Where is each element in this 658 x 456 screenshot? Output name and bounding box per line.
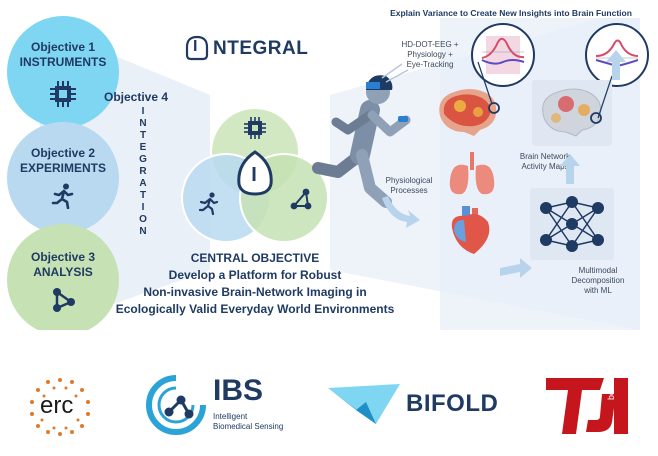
erc-burst-icon [30,378,90,436]
erc-text: erc [40,392,74,419]
central-objective-line: Non-invasive Brain-Network Imaging in [143,285,367,299]
ibs-subtitle-2: Biomedical Sensing [213,422,284,431]
central-emblem-icon [237,150,273,196]
arrow-up-to-maps [560,154,580,184]
central-emblem-letter: I [251,164,257,186]
integral-emblem-letter: I [193,38,198,55]
tu-berlin-logo: TU berlin [542,374,632,438]
decomp-label: Multimodal Decomposition with ML [556,266,640,296]
physio-line: Processes [390,186,428,195]
ibs-text: IBS [213,374,264,407]
venn-runner-icon [198,192,219,216]
brainmaps-line: Activity Maps [521,162,569,171]
decomp-line: Multimodal [578,266,618,275]
tu-berlin-subtitle: berlin [606,377,616,400]
venn-network-icon [290,188,312,210]
erc-logo: erc [20,370,100,440]
integration-letter: G [139,154,147,165]
integral-name: NTEGRAL [213,38,309,59]
integral-logo: I NTEGRAL [184,33,334,63]
brain-heatmap-left [439,89,500,136]
running-person-illustration [312,63,411,208]
objective-circles [7,16,119,330]
integration-letter: I [141,202,145,213]
integration-letter: E [139,142,147,153]
central-objective: CENTRAL OBJECTIVE Develop a Platform for… [90,250,420,318]
decomp-line: Decomposition [571,276,625,285]
bifold-logo: BIFOLD [326,382,526,426]
runner-icon [51,183,75,214]
integration-letter: N [139,226,147,237]
venn-chip-icon [244,117,266,139]
neural-network-icon [530,188,614,260]
signal-plot-left [471,23,535,87]
network-icon [49,286,77,319]
map-connector-line [597,75,613,119]
heart-icon [451,206,490,254]
integration-letter: R [139,166,147,177]
header-title: Explain Variance to Create New Insights … [390,8,632,18]
objective-3-title: Objective 3 [30,250,96,264]
integral-emblem-icon [185,35,209,61]
integration-letter: A [139,178,147,189]
integration-letter: O [139,214,147,225]
sensing-line: Eye-Tracking [406,60,454,69]
physio-line: Physiological [385,176,433,185]
chip-icon [49,80,77,113]
brain-network-map [532,80,612,146]
brainmaps-line: Brain Network [519,152,571,161]
objective-3-circle [7,224,119,330]
ibs-logo: IBS Intelligent Biomedical Sensing [145,372,315,438]
objective-2-title: Objective 2 [30,146,96,160]
integration-vertical-text: I N T E G R A T I O N [136,106,150,238]
integration-letter: T [139,190,147,201]
objective-2-circle [7,122,119,234]
signal-connector-lines [477,61,493,105]
integration-letter: I [141,106,145,117]
venn-diagram [181,107,329,243]
objective-4-title: Objective 4 [104,90,169,104]
central-objective-line: Ecologically Valid Everyday World Enviro… [115,302,395,316]
lungs-icon [449,152,495,195]
physio-label: Physiological Processes [378,176,440,196]
sensing-line: Physiology + [407,50,453,59]
arrow-up-to-signals [606,50,626,80]
central-objective-line: Develop a Platform for Robust [168,268,342,282]
objective-1-title: Objective 1 [30,40,96,54]
integration-letter: N [139,118,147,129]
sensing-label: HD-DOT-EEG + Physiology + Eye-Tracking [390,40,470,70]
arrow-to-decomposition [500,258,532,278]
brainmaps-label: Brain Network Activity Maps [506,152,584,172]
tu-emblem-icon [546,378,628,434]
decomp-line: with ML [584,286,612,295]
objective-2-subtitle: EXPERIMENTS [19,161,106,175]
pipeline-arrows [382,50,626,278]
integration-letter: T [139,130,147,141]
objective-1-subtitle: INSTRUMENTS [19,55,107,69]
arrow-to-processes [382,196,420,228]
ibs-subtitle-1: Intelligent [213,412,248,421]
bifold-text: BIFOLD [406,390,499,417]
objective-3-subtitle: ANALYSIS [33,265,93,279]
sensing-line: HD-DOT-EEG + [401,40,459,49]
bifold-emblem-icon [328,384,400,424]
central-objective-heading: CENTRAL OBJECTIVE [190,251,320,265]
ibs-emblem-icon [146,375,206,435]
objective-1-circle [7,16,119,128]
